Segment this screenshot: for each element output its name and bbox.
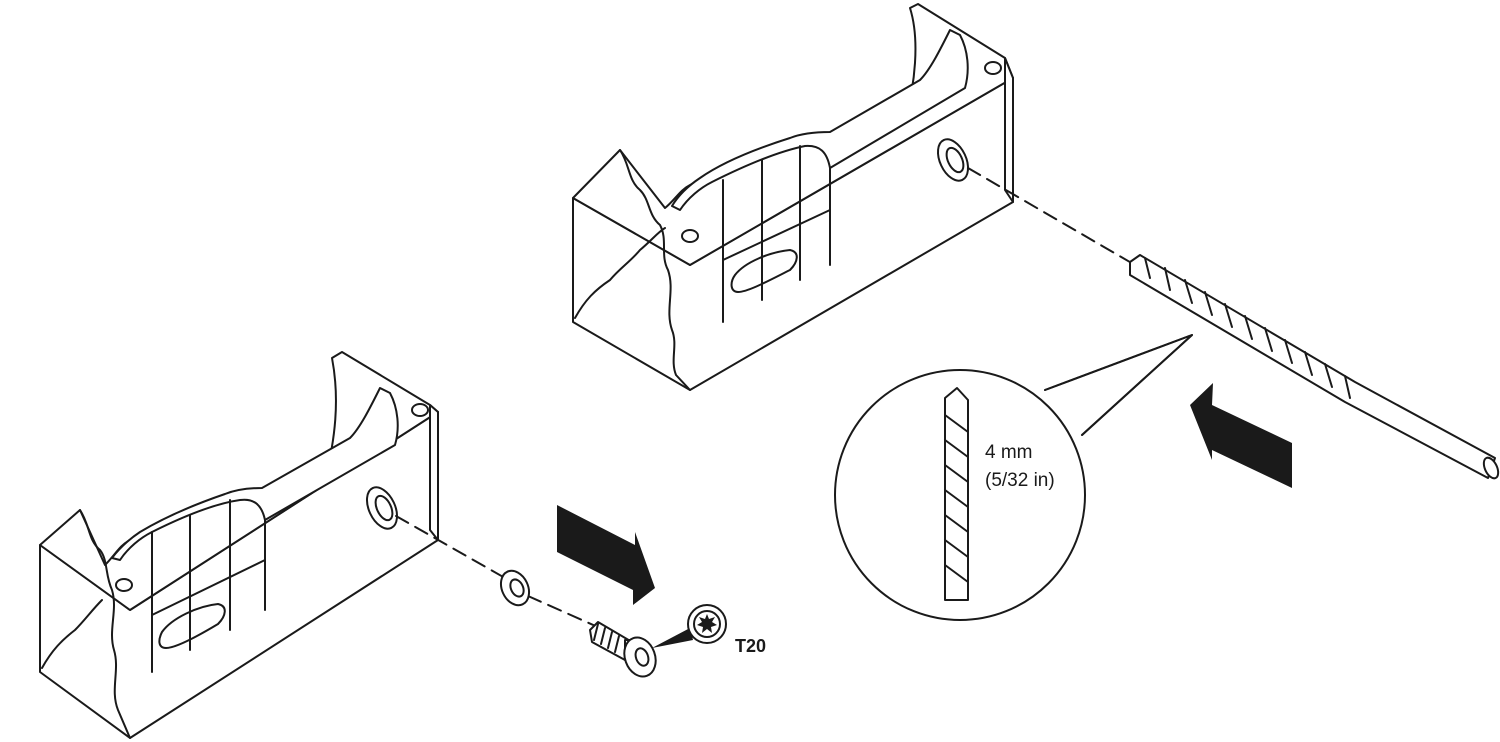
- bracket-top-slot-floor: [722, 209, 831, 261]
- screw: [589, 621, 657, 678]
- drill-direction-arrow: [1190, 383, 1292, 488]
- torx-star-shape: [697, 614, 717, 633]
- bracket-top-rim-hole-left: [681, 229, 699, 243]
- bracket-bottom-rim-hole-right: [411, 403, 429, 417]
- bracket-bottom-screw-hole: [365, 486, 399, 530]
- bracket-bottom: [39, 351, 439, 739]
- screw-head: [623, 636, 657, 678]
- drive-size-label: T20: [735, 636, 766, 656]
- drill-size-metric-label: 4 mm: [985, 442, 1033, 463]
- screw-guide-line-2: [527, 595, 601, 629]
- callout-drill-bit: [944, 387, 969, 601]
- drill-bit-body: [1129, 254, 1496, 479]
- torx-pointer: [652, 628, 693, 648]
- bracket-bottom-slot: [158, 603, 226, 649]
- drill-bit: [1129, 254, 1500, 480]
- washer-outer: [499, 569, 531, 607]
- remove-direction-arrow-shape: [557, 505, 655, 605]
- bracket-bottom-screw-hole-inner: [374, 494, 394, 522]
- callout-pointer-edges: [1044, 334, 1193, 436]
- screw-thread-lines: [593, 623, 620, 653]
- bracket-bottom-inner-wall: [151, 499, 266, 673]
- bracket-top-break-edge-2: [574, 227, 666, 319]
- callout-pointer-mask: [1048, 345, 1180, 430]
- screw-head-recess: [634, 647, 650, 667]
- bracket-bottom-break-edge-2: [41, 599, 103, 669]
- drill-size-callout: 4 mm (5/32 in): [834, 334, 1193, 621]
- bracket-top-screw-hole-inner: [945, 146, 965, 174]
- washer: [499, 569, 531, 607]
- callout-drill-flutes: [944, 414, 969, 583]
- washer-inner: [509, 578, 525, 598]
- bracket-bottom-end-face: [429, 404, 439, 541]
- bracket-top-cavity: [671, 29, 969, 211]
- bracket-top-break-edge: [619, 149, 691, 391]
- bracket-bottom-break-edge: [79, 509, 131, 739]
- bracket-top-rim-hole-right: [984, 61, 1002, 75]
- bracket-bottom-cavity: [111, 387, 399, 561]
- bracket-top-inner-wall: [722, 145, 831, 323]
- bracket-bottom-rim-hole-left: [115, 578, 133, 592]
- bracket-top: [572, 3, 1014, 391]
- bracket-top-screw-hole: [936, 138, 970, 182]
- drill-direction-arrow-shape: [1190, 383, 1292, 488]
- drill-bit-flutes: [1144, 257, 1351, 399]
- bracket-top-slot: [730, 249, 798, 293]
- drill-bit-shank-end: [1482, 456, 1500, 480]
- drill-guide-line: [967, 167, 1136, 266]
- bracket-top-end-face: [1004, 57, 1014, 203]
- bracket-bottom-slot-floor: [151, 559, 266, 616]
- remove-direction-arrow: [557, 505, 655, 605]
- torx-star-icon: [687, 604, 727, 644]
- drill-size-imperial-label: (5/32 in): [985, 470, 1055, 491]
